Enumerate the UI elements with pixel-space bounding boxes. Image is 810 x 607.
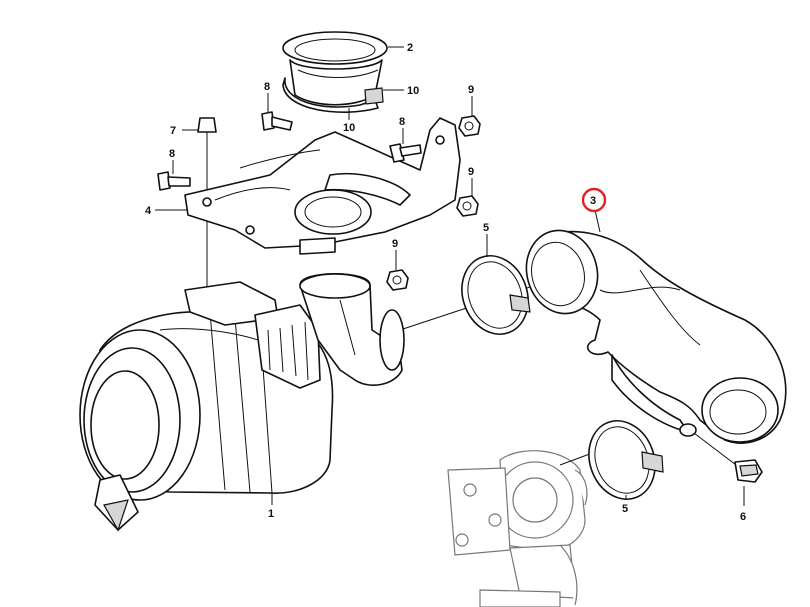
callout-1: 1 <box>268 508 274 520</box>
callout-labels: 2 10 10 7 8 8 8 9 9 9 4 5 5 6 1 <box>145 42 746 523</box>
callout-8-top: 8 <box>264 81 270 93</box>
bolt-8-right <box>389 143 422 163</box>
callout-4: 4 <box>145 205 152 217</box>
nut-9-middle <box>456 195 479 217</box>
turbocharger <box>447 450 588 607</box>
hose-clamp-upper <box>461 255 531 335</box>
nut-9-bottom <box>386 269 409 291</box>
air-intake-hose <box>525 229 787 444</box>
inlet-bellows <box>282 31 388 106</box>
callout-10-bottom: 10 <box>343 122 355 134</box>
hose-clamp-lower <box>588 420 664 500</box>
mounting-bracket <box>184 117 461 255</box>
highlight-ring <box>581 187 607 213</box>
callout-7: 7 <box>170 125 176 137</box>
callout-8-right: 8 <box>399 116 405 128</box>
callout-3-highlight: 3 <box>581 187 607 213</box>
bolt-8-left <box>157 171 191 191</box>
nut-9-top <box>458 115 481 137</box>
callout-5-upper: 5 <box>483 222 489 234</box>
hose-clip-6 <box>734 459 763 483</box>
bolt-7 <box>197 117 217 150</box>
callout-10-right: 10 <box>407 85 419 97</box>
clamp-band-10 <box>282 77 384 113</box>
callout-6: 6 <box>740 511 746 523</box>
bolt-8-top <box>261 111 293 131</box>
callout-9-middle: 9 <box>468 166 474 178</box>
callout-3: 3 <box>590 195 596 207</box>
callout-8-left: 8 <box>169 148 175 160</box>
callout-9-bottom: 9 <box>392 238 398 250</box>
air-filter-housing <box>79 272 405 532</box>
callout-5-lower: 5 <box>622 503 628 515</box>
callout-9-top: 9 <box>468 84 474 96</box>
callout-leaders <box>155 46 745 506</box>
callout-2: 2 <box>407 42 413 54</box>
